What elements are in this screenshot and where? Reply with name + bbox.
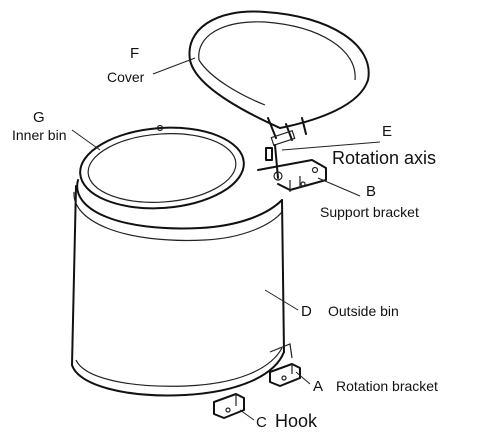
label-b: B Support bracket	[320, 183, 419, 220]
outside-bin	[71, 179, 293, 397]
hook	[213, 393, 245, 419]
support-bracket	[257, 159, 327, 192]
label-e-letter: E	[382, 123, 392, 140]
label-c-letter: C	[256, 414, 267, 431]
label-e-name: Rotation axis	[332, 148, 436, 168]
label-f-letter: F	[130, 45, 139, 62]
label-d-letter: D	[301, 303, 312, 320]
label-a: A Rotation bracket	[313, 378, 438, 395]
label-f: F Cover	[107, 45, 145, 85]
label-d-name: Outside bin	[328, 303, 399, 319]
cover	[188, 10, 370, 146]
label-d: D Outside bin	[301, 303, 399, 320]
label-f-name: Cover	[107, 69, 145, 85]
label-c-name: Hook	[275, 411, 318, 431]
inner-bin	[79, 124, 245, 210]
label-a-letter: A	[313, 378, 323, 395]
label-c: C Hook	[256, 411, 318, 431]
rotation-axis	[265, 144, 283, 181]
leader-lines	[71, 57, 381, 421]
label-g-letter: G	[33, 109, 45, 126]
rotation-bracket	[269, 363, 301, 387]
label-b-letter: B	[366, 183, 376, 200]
label-a-name: Rotation bracket	[336, 378, 438, 394]
label-g: G Inner bin	[12, 109, 66, 143]
label-e: E Rotation axis	[332, 123, 436, 168]
label-g-name: Inner bin	[12, 127, 66, 143]
label-b-name: Support bracket	[320, 204, 419, 220]
